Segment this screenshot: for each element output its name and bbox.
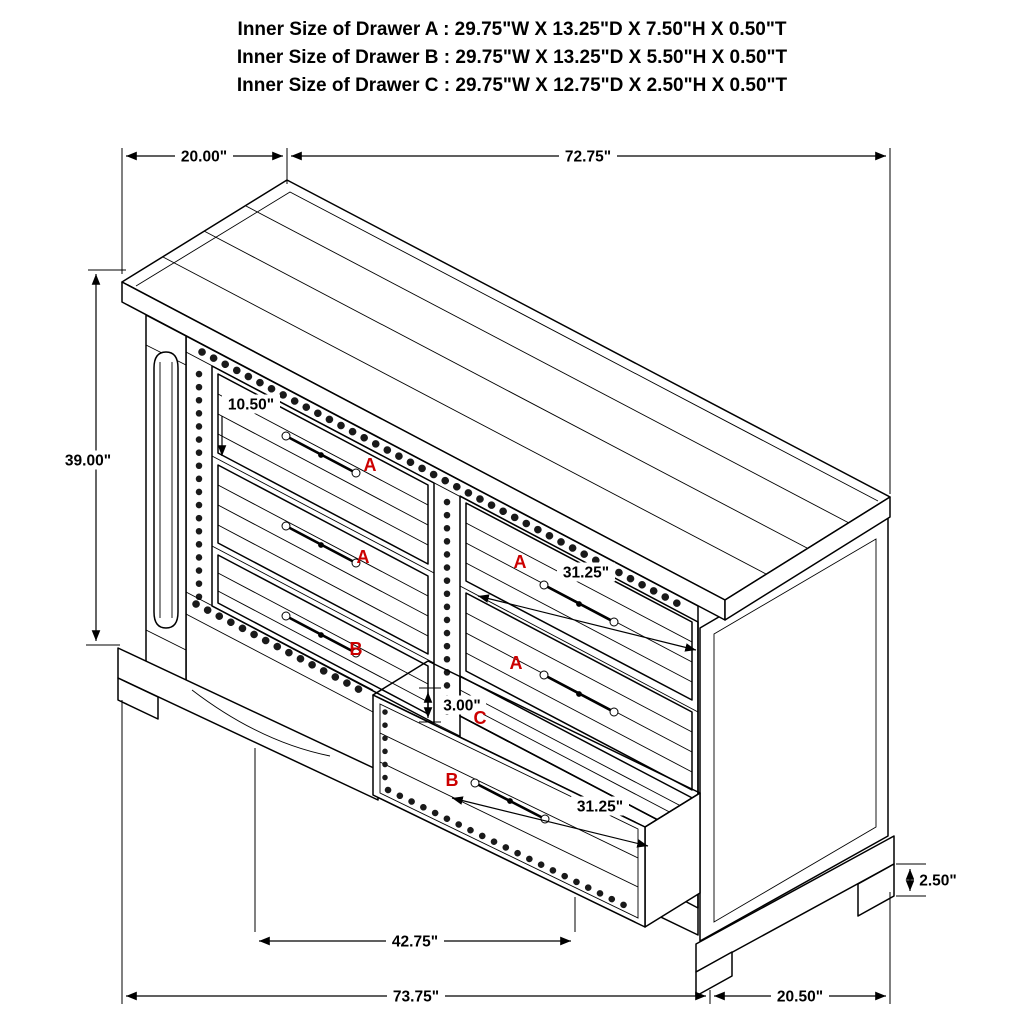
left-base-molding [117, 647, 379, 801]
drawer-b-inner-size: Inner Size of Drawer B : 29.75"W X 13.25… [236, 47, 788, 68]
drawer-a-label: A [357, 547, 370, 567]
drawer-handle-icon [281, 611, 361, 658]
dim-open-drawer-width-label: 42.75" [392, 934, 438, 951]
drawer-a-label: A [514, 552, 527, 572]
dim-overall-depth-label: 20.50" [777, 989, 823, 1006]
drawer-a3-face [465, 502, 693, 701]
dim-overall-length-label: 73.75" [393, 989, 439, 1006]
drawer-a4-face [465, 592, 693, 791]
dimension-annotations: 20.00" 72.75" 39.00" 10.50" 31.25" 3.00"… [59, 146, 962, 1006]
drawer-a-label: A [510, 653, 523, 673]
top-panel-right-edge [724, 496, 891, 621]
dim-drawer-width-upper-label: 31.25" [563, 565, 609, 582]
drawer-handle-icon [539, 670, 619, 717]
back-right-foot [857, 863, 895, 917]
dim-base-height-label: 2.50" [919, 873, 957, 890]
dim-drawer-depth-label: 10.50" [228, 397, 274, 414]
dresser-drawing [117, 179, 895, 997]
dim-height-label: 39.00" [65, 453, 111, 470]
dim-gap-height-label: 3.00" [443, 698, 481, 715]
drawer-c-inner-size: Inner Size of Drawer C : 29.75"W X 12.75… [236, 75, 788, 96]
drawer-size-header: Inner Size of Drawer A : 29.75"W X 13.25… [0, 16, 1024, 100]
dim-top-length-label: 72.75" [565, 149, 611, 166]
drawer-letter-labels: A A B A A C B [350, 455, 527, 790]
drawer-handle-icon [281, 521, 361, 568]
wood-plank-lines-top [162, 205, 850, 575]
drawer-a1-face [217, 373, 429, 565]
dim-top-depth-label: 20.00" [181, 149, 227, 166]
drawer-a-inner-size: Inner Size of Drawer A : 29.75"W X 13.25… [237, 19, 787, 40]
fluted-column [153, 351, 179, 629]
dim-drawer-width-lower-label: 31.25" [577, 799, 623, 816]
left-pillar [145, 314, 187, 689]
front-left-foot [117, 677, 159, 720]
drawer-b-label: B [350, 639, 363, 659]
side-panel [695, 517, 895, 997]
drawer-a-label: A [364, 455, 377, 475]
front-right-foot [695, 951, 733, 997]
dimension-labels: 20.00" 72.75" 39.00" 10.50" 31.25" 3.00"… [59, 146, 962, 1006]
drawer-b-label: B [446, 770, 459, 790]
drawer-c-label: C [474, 708, 487, 728]
extension-lines [86, 148, 926, 1004]
top-panel [121, 179, 891, 621]
drawer-handle-icon [281, 431, 361, 478]
drawer-a2-face [217, 464, 429, 655]
